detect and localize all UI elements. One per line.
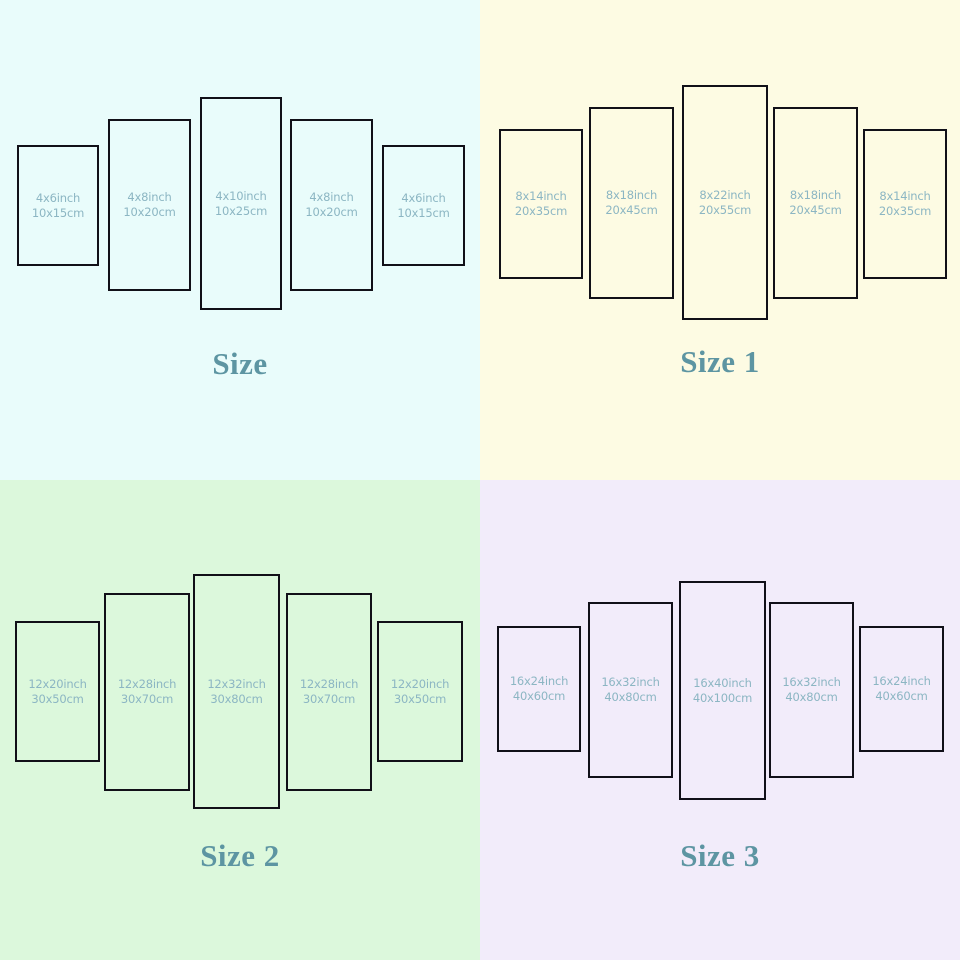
panel-size-cm: 10x15cm (31, 205, 85, 220)
quadrant-title-size-2: Size 2 (200, 838, 280, 873)
panel-size-cm: 40x80cm (785, 690, 838, 704)
panel-size-inches: 4x10inch (215, 188, 267, 203)
panel-size-cm: 40x60cm (512, 689, 566, 703)
panel-size-cm: 10x15cm (397, 205, 450, 220)
panel-size-inches: 16x32inch (782, 675, 841, 690)
panel-size-cm: 30x50cm (393, 691, 447, 706)
panel-size-inches: 4x8inch (309, 190, 354, 205)
quadrant-title-size: Size (212, 346, 268, 381)
quadrant-title-size-3: Size 3 (680, 838, 760, 873)
panel-size-inches: 8x22inch (699, 187, 751, 202)
panel-size-cm: 20x45cm (789, 203, 842, 217)
panel-size-inches: 12x28inch (299, 677, 359, 692)
panel-size-inches: 16x24inch (509, 674, 569, 689)
panel-size-inches: 4x8inch (127, 190, 172, 205)
panel-size-cm: 10x20cm (123, 205, 176, 219)
quadrant-title-size-1: Size 1 (680, 344, 760, 379)
panel-size-cm: 20x55cm (698, 202, 752, 217)
panel-size-cm: 20x35cm (878, 204, 932, 218)
panel-size-inches: 12x20inch (390, 676, 450, 691)
panel-size-cm: 30x50cm (31, 691, 84, 706)
panel-size-inches: 8x18inch (789, 188, 842, 203)
panel-size-cm: 30x70cm (120, 692, 174, 706)
panel-size-cm: 40x80cm (604, 690, 657, 704)
panel-size-inches: 12x20inch (28, 676, 87, 691)
panel-size-inches: 16x32inch (601, 675, 660, 690)
panel-size-cm: 10x20cm (305, 205, 358, 219)
panel-size-inches: 4x6inch (35, 190, 81, 205)
panel-size-inches: 8x14inch (879, 189, 931, 204)
panel-size-cm: 30x80cm (210, 691, 263, 706)
panel-size-inches: 8x18inch (605, 188, 658, 203)
panel-size-cm: 40x60cm (875, 689, 928, 703)
panel-size-cm: 30x70cm (302, 692, 356, 706)
panel-size-cm: 10x25cm (214, 203, 268, 218)
panel-size-cm: 40x100cm (692, 690, 753, 705)
panel-size-inches: 16x24inch (872, 674, 931, 689)
panel-size-inches: 16x40inch (693, 675, 752, 690)
panel-size-inches: 8x14inch (515, 189, 567, 204)
panel-size-inches: 12x32inch (207, 676, 266, 691)
panel-size-cm: 20x45cm (605, 203, 658, 217)
panel-size-inches: 4x6inch (401, 190, 446, 205)
panel-size-cm: 20x35cm (514, 204, 568, 218)
panel-size-inches: 12x28inch (117, 677, 177, 692)
